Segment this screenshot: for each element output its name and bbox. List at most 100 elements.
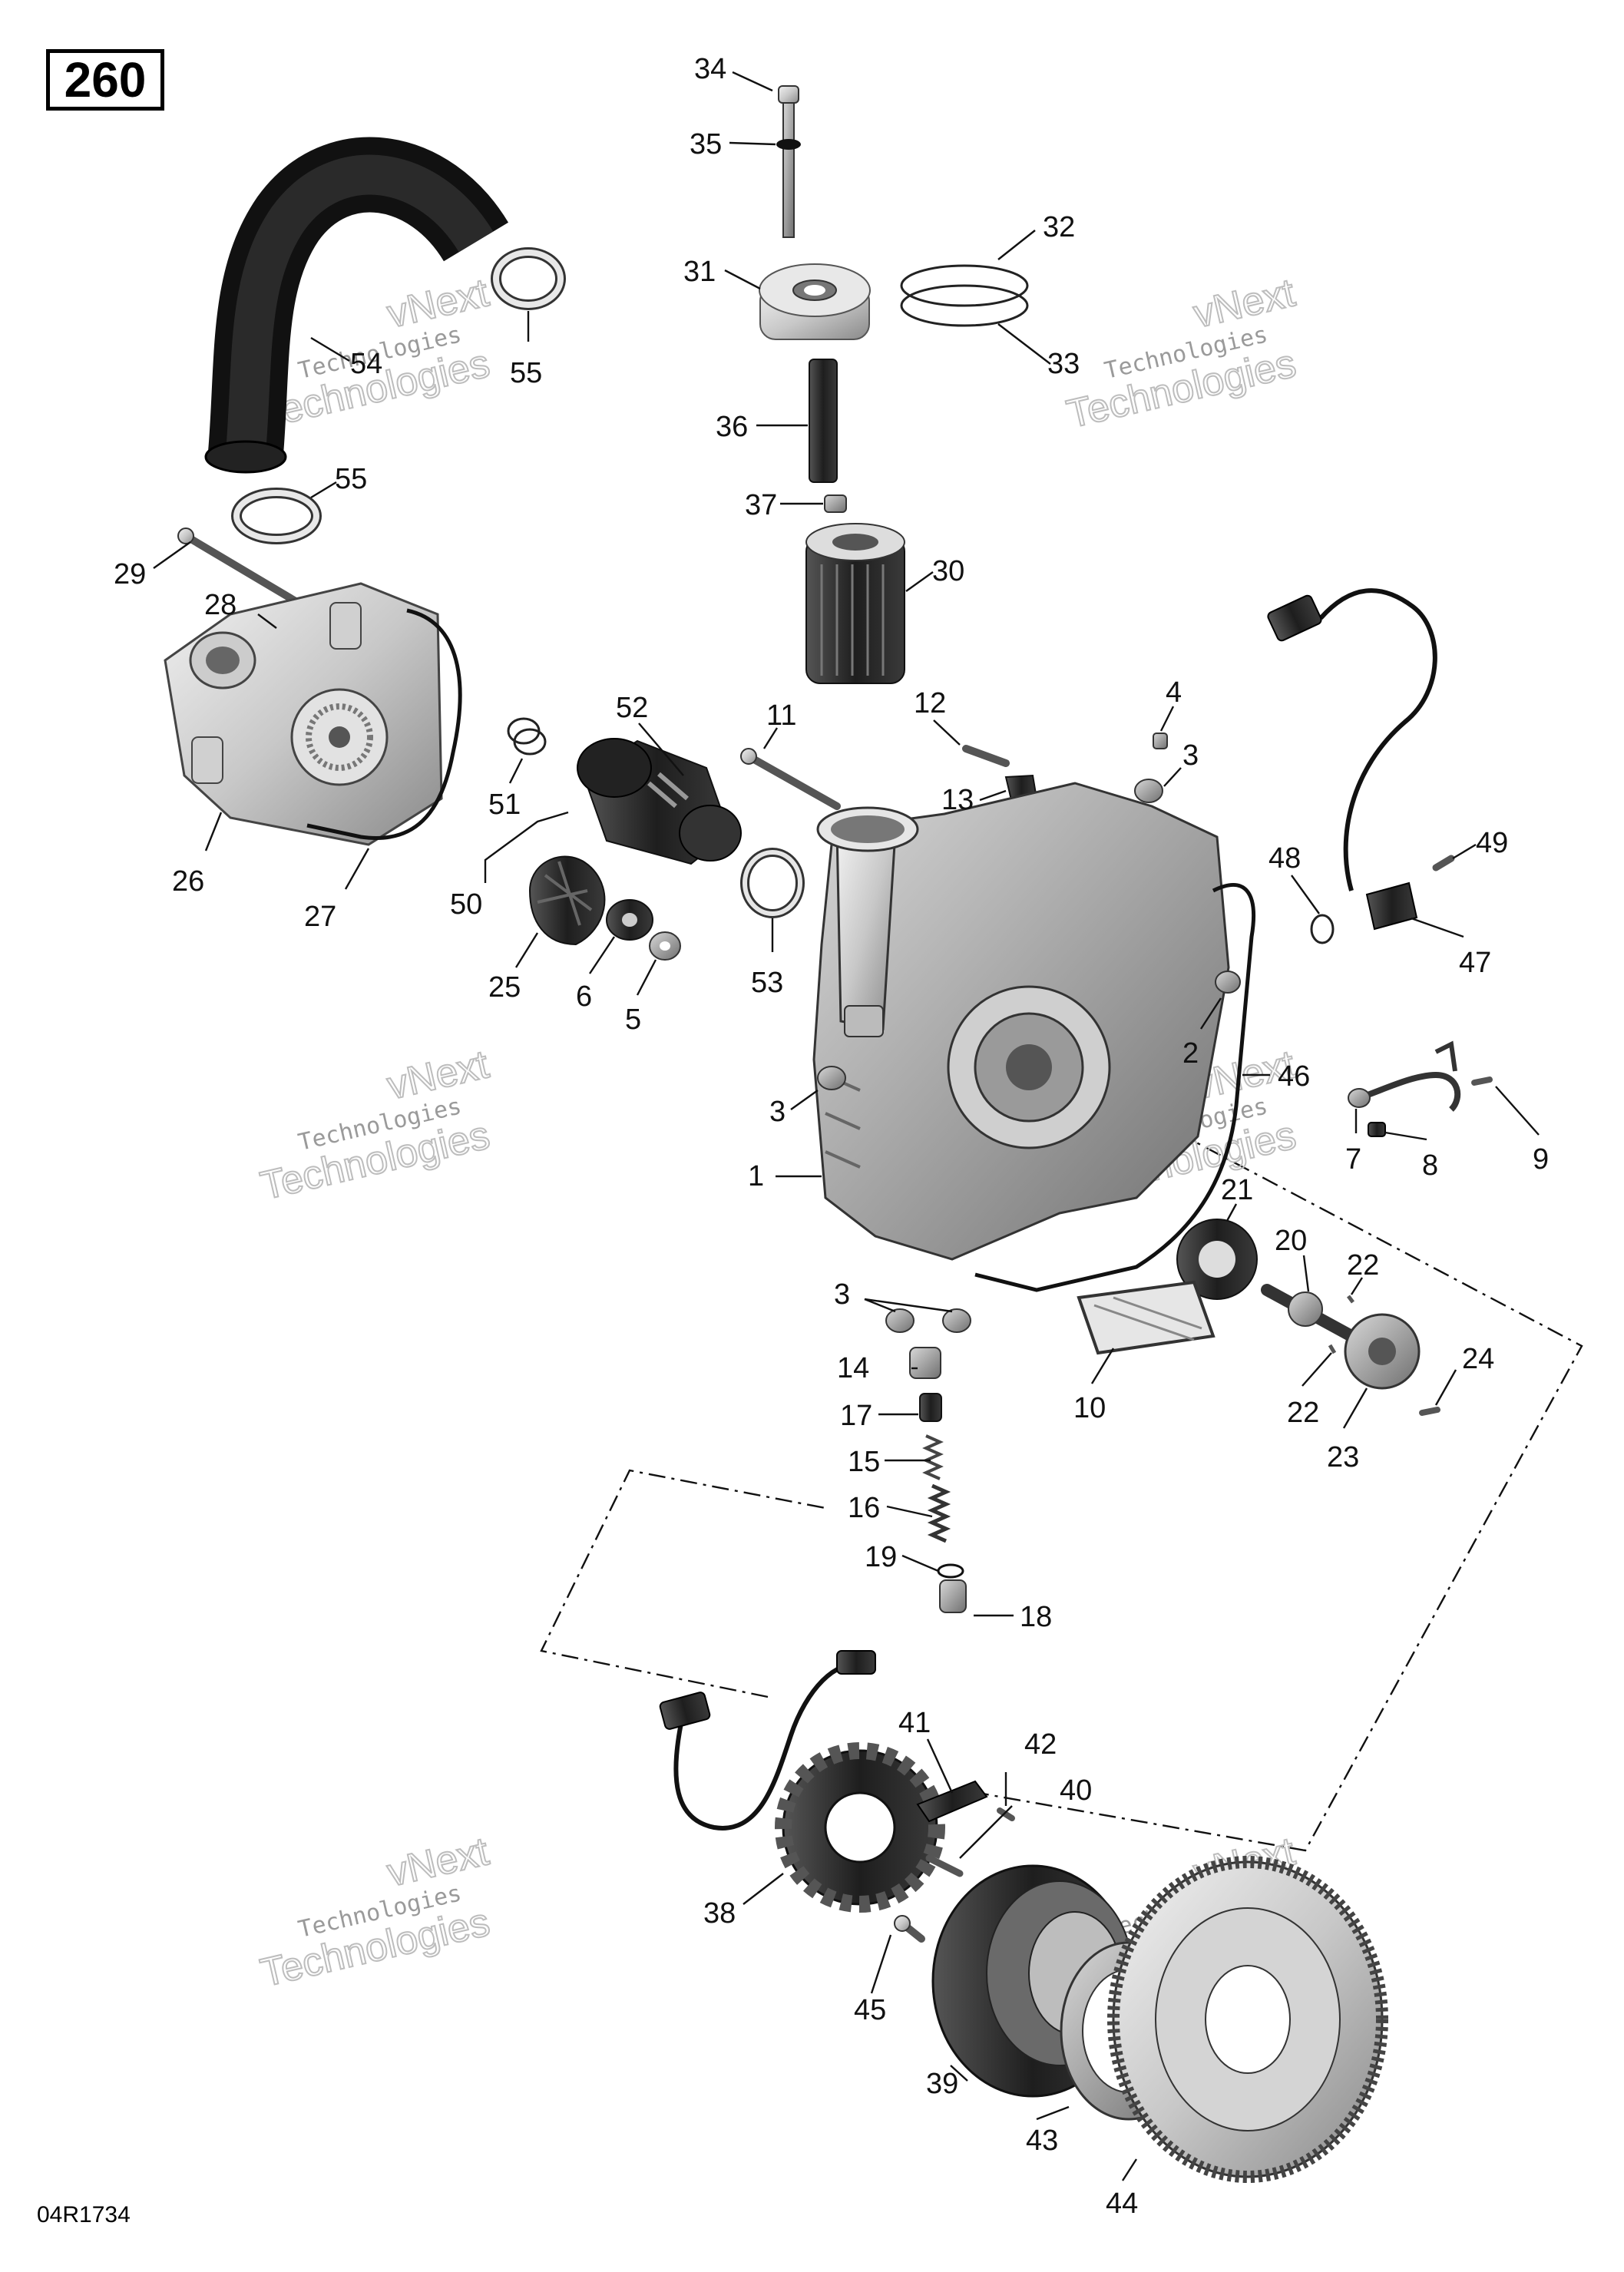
part-hose	[204, 137, 508, 474]
part-ring-gear	[1107, 1856, 1388, 2183]
callout-49: 49	[1476, 827, 1508, 859]
callout-29: 29	[114, 558, 146, 590]
callout-26: 26	[172, 865, 204, 898]
callout-37: 37	[745, 489, 777, 521]
callout-14: 14	[837, 1352, 869, 1384]
callout-11: 11	[766, 699, 796, 732]
part-long-bolt	[778, 85, 799, 238]
callout-3-left: 3	[769, 1096, 786, 1128]
callout-42: 42	[1024, 1728, 1057, 1761]
callouts: 34 35 32 31 33 54 55 36 37 55 29 30 28 5…	[114, 53, 1549, 2220]
part-pin-22-top	[1347, 1295, 1354, 1304]
callout-6: 6	[576, 981, 592, 1013]
callout-19: 19	[865, 1541, 897, 1573]
callout-25: 25	[488, 971, 521, 1004]
callout-10: 10	[1073, 1392, 1106, 1424]
part-oil-filter-cover	[759, 263, 871, 340]
watermark-mid-left: vNext Technologies Technologies	[256, 1041, 494, 1209]
callout-30: 30	[932, 555, 964, 587]
callout-53: 53	[751, 967, 783, 999]
watermark-top-right: vNext Technologies Technologies	[1062, 270, 1301, 438]
part-clamp-53	[740, 848, 805, 918]
callout-43: 43	[1026, 2125, 1058, 2157]
part-bolt-12	[962, 745, 1010, 767]
leader-lines	[153, 71, 1540, 2181]
callout-33: 33	[1047, 348, 1080, 380]
part-relief-valve-stack	[909, 1347, 967, 1613]
callout-55-bottom: 55	[335, 463, 367, 495]
parts	[164, 85, 1493, 2183]
callout-13: 13	[941, 784, 974, 816]
callout-12: 12	[914, 687, 946, 719]
part-crankcase-cover	[812, 782, 1230, 1261]
part-hose-clamp-bottom	[231, 488, 322, 544]
part-screw-42	[997, 1807, 1015, 1821]
part-bracket-41	[916, 1780, 988, 1823]
callout-46: 46	[1278, 1060, 1310, 1093]
part-pin-22-bottom	[1328, 1344, 1337, 1354]
callout-16: 16	[848, 1492, 880, 1524]
part-screen	[1077, 1280, 1216, 1355]
part-pump-shaft	[1261, 1284, 1358, 1342]
part-dowels-3-bottom	[885, 1308, 971, 1333]
callout-17: 17	[840, 1400, 872, 1432]
part-spacer	[824, 494, 847, 513]
callout-45: 45	[854, 1994, 886, 2026]
callout-27: 27	[304, 901, 336, 933]
part-water-pump-housing	[164, 582, 443, 846]
callout-1: 1	[748, 1160, 764, 1192]
part-pump-gasket	[306, 608, 462, 840]
callout-47: 47	[1459, 947, 1491, 979]
part-cover-gasket	[974, 883, 1256, 1292]
figure-code: 04R1734	[37, 2202, 131, 2227]
part-bolt-11	[740, 748, 841, 810]
part-pump-rotor	[1176, 1219, 1258, 1300]
part-filter-tube	[809, 359, 838, 483]
part-oil-filter	[805, 523, 905, 684]
part-screw-9	[1471, 1076, 1493, 1086]
callout-4: 4	[1166, 676, 1182, 709]
callout-21: 21	[1221, 1174, 1253, 1206]
part-stator	[659, 1650, 945, 1913]
callout-3-top: 3	[1182, 739, 1199, 772]
callout-20: 20	[1275, 1225, 1307, 1257]
part-bolt-45	[894, 1915, 925, 1943]
callout-44: 44	[1106, 2188, 1138, 2220]
watermark-bottom-left: vNext Technologies Technologies	[256, 1828, 494, 1996]
part-sensor-harness-47	[1267, 588, 1437, 931]
callout-51: 51	[488, 789, 521, 821]
part-screw-24	[1419, 1407, 1440, 1416]
part-screw-40	[925, 1854, 964, 1877]
callout-54: 54	[350, 348, 382, 380]
callout-32: 32	[1043, 211, 1075, 243]
callout-38: 38	[703, 1897, 736, 1930]
part-dowel-4	[1153, 733, 1168, 749]
part-bolt-29	[177, 527, 303, 607]
callout-7: 7	[1345, 1143, 1361, 1176]
callout-23: 23	[1327, 1441, 1359, 1473]
callout-15: 15	[848, 1446, 880, 1478]
callout-22-bottom: 22	[1287, 1397, 1319, 1429]
callout-40: 40	[1060, 1774, 1092, 1807]
callout-35: 35	[690, 128, 722, 160]
part-oil-line	[1348, 1040, 1461, 1112]
callout-22-top: 22	[1347, 1249, 1379, 1282]
part-dowel-3-left	[817, 1066, 846, 1090]
callout-24: 24	[1462, 1343, 1494, 1375]
callout-48: 48	[1268, 842, 1301, 875]
part-hose-clamp-top	[491, 247, 566, 310]
callout-34: 34	[694, 53, 726, 85]
part-impeller	[528, 855, 606, 946]
part-screw-49	[1432, 855, 1455, 871]
part-oring-48	[1310, 914, 1335, 944]
part-banjo-bolt-8	[1368, 1122, 1386, 1137]
part-cover-orings	[900, 264, 1029, 327]
diagram-number-box: 260	[46, 49, 164, 111]
callout-50: 50	[450, 888, 482, 921]
callout-9: 9	[1533, 1143, 1549, 1176]
callout-18: 18	[1020, 1601, 1052, 1633]
callout-52: 52	[616, 692, 648, 724]
callout-31: 31	[683, 256, 716, 288]
callout-3-bottom: 3	[834, 1278, 850, 1311]
